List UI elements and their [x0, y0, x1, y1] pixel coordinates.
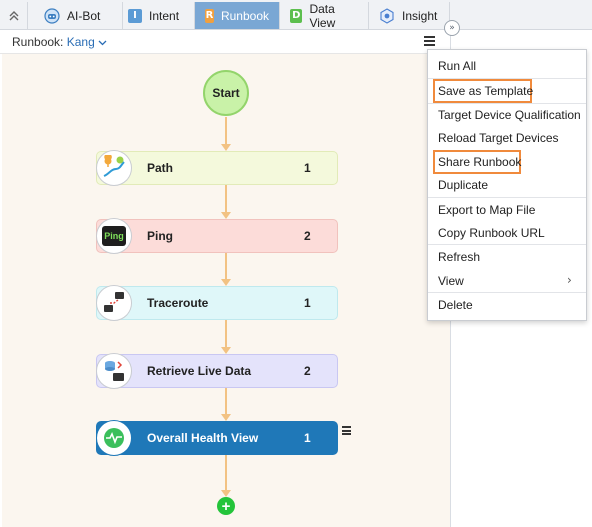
highlight-box [433, 150, 521, 174]
menu-separator [428, 103, 586, 104]
node-traceroute[interactable]: Traceroute 1 [96, 285, 338, 321]
hamburger-icon [342, 426, 351, 428]
connector-line [225, 185, 227, 215]
connector-arrow [221, 144, 231, 151]
double-chevron-up-icon [9, 10, 18, 20]
connector-line [225, 388, 227, 417]
retrieve-live-data-icon [96, 353, 132, 389]
tab-data-view[interactable]: D Data View [280, 1, 369, 30]
runbook-label: Runbook: [12, 35, 64, 49]
menu-item-run-all[interactable]: Run All [438, 59, 477, 73]
runbook-header: Runbook: Kang [0, 30, 450, 54]
menu-separator [428, 197, 586, 198]
ping-icon-text: Ping [104, 231, 124, 241]
robot-icon [44, 7, 60, 24]
tab-ai-bot[interactable]: AI-Bot [29, 2, 123, 29]
node-overall-health-view[interactable]: Overall Health View 1 [96, 420, 338, 456]
chevron-down-icon [98, 40, 107, 46]
tab-intent[interactable]: I Intent [123, 2, 195, 29]
hamburger-line [342, 433, 351, 435]
menu-item-save-as-template[interactable]: Save as Template [438, 84, 534, 98]
menu-item-copy-runbook-url[interactable]: Copy Runbook URL [438, 226, 545, 240]
menu-item-refresh[interactable]: Refresh [438, 250, 481, 264]
start-label: Start [212, 86, 240, 100]
node-path[interactable]: Path 1 [96, 150, 338, 186]
node-menu-button[interactable] [342, 426, 351, 435]
hamburger-line [424, 40, 435, 42]
node-title: Path [147, 161, 174, 175]
node-count: 1 [304, 431, 311, 445]
tab-label: Data View [309, 1, 336, 30]
menu-separator [428, 78, 586, 79]
ping-icon: Ping [96, 218, 132, 254]
menu-separator [428, 244, 586, 245]
hamburger-line [424, 44, 435, 46]
collapse-panel-button[interactable] [0, 2, 28, 29]
menu-item-export-to-map-file[interactable]: Export to Map File [438, 203, 536, 217]
node-count: 1 [304, 161, 311, 175]
tab-runbook[interactable]: R Runbook [195, 2, 280, 29]
menu-item-duplicate[interactable]: Duplicate [438, 178, 489, 192]
insight-icon [380, 7, 394, 24]
hamburger-line [342, 429, 351, 432]
runbook-context-menu: Run All Save as Template Target Device Q… [427, 49, 587, 321]
runbook-selector[interactable]: Runbook: Kang [12, 35, 107, 49]
tab-label: Insight [402, 8, 438, 23]
menu-separator [428, 292, 586, 293]
node-count: 2 [304, 229, 311, 243]
connector-arrow [221, 414, 231, 421]
connector-arrow [221, 490, 231, 497]
tab-label: Runbook [220, 8, 269, 23]
chevron-right-icon: › [567, 273, 572, 287]
menu-item-target-device-qualification[interactable]: Target Device Qualification [438, 108, 581, 122]
menu-item-delete[interactable]: Delete [438, 298, 473, 312]
connector-arrow [221, 347, 231, 354]
intent-badge-icon: I [128, 8, 142, 23]
runbook-menu-button[interactable] [424, 36, 435, 46]
node-title: Ping [147, 229, 173, 243]
node-retrieve-live-data[interactable]: Retrieve Live Data 2 [96, 353, 338, 389]
tab-label: Intent [149, 8, 180, 23]
plus-icon: + [221, 497, 231, 515]
connector-line [225, 320, 227, 350]
node-count: 1 [304, 296, 311, 310]
connector-arrow [221, 212, 231, 219]
tab-insight[interactable]: Insight [369, 2, 450, 29]
double-chevron-right-icon: » [449, 23, 455, 33]
node-title: Overall Health View [147, 431, 259, 445]
menu-item-view[interactable]: View [438, 274, 464, 288]
menu-item-reload-target-devices[interactable]: Reload Target Devices [438, 131, 559, 145]
path-icon [96, 150, 132, 186]
health-view-icon [96, 420, 132, 456]
connector-line [225, 455, 227, 493]
highlight-box [433, 79, 532, 103]
menu-item-share-runbook[interactable]: Share Runbook [438, 155, 522, 169]
traceroute-icon [96, 285, 132, 321]
node-count: 2 [304, 364, 311, 378]
node-ping[interactable]: Ping Ping 2 [96, 218, 338, 254]
start-node[interactable]: Start [203, 70, 249, 116]
runbook-badge-icon: R [205, 8, 214, 23]
expand-panel-button[interactable]: » [444, 20, 460, 36]
tab-label: AI-Bot [67, 8, 101, 23]
add-node-button[interactable]: + [217, 497, 235, 515]
tab-bar: AI-Bot I Intent R Runbook D Data View In… [0, 0, 592, 30]
runbook-value: Kang [66, 35, 95, 49]
connector-line [225, 253, 227, 282]
connector-line [225, 117, 227, 147]
node-title: Traceroute [147, 296, 209, 310]
node-title: Retrieve Live Data [147, 364, 252, 378]
hamburger-icon [424, 36, 435, 38]
data-view-badge-icon: D [290, 8, 303, 23]
connector-arrow [221, 279, 231, 286]
